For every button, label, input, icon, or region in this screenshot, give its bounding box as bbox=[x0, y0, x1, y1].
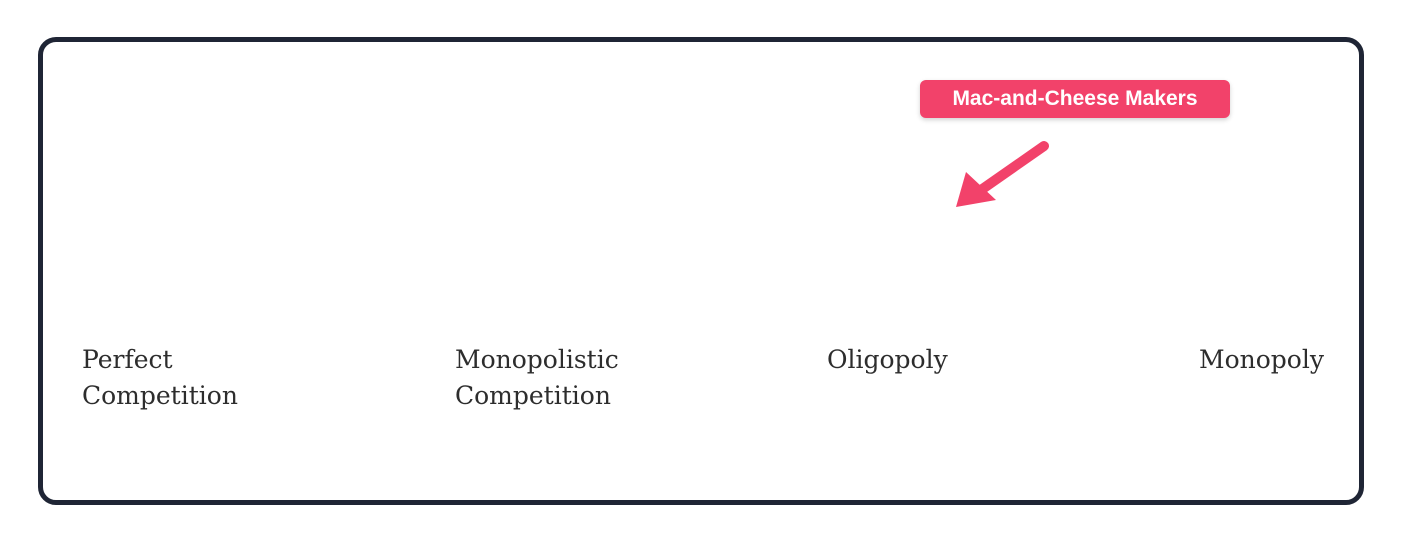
arrow-down-left-icon bbox=[956, 141, 1049, 207]
label-monopoly: Monopoly bbox=[1199, 345, 1324, 374]
callout-label: Mac-and-Cheese Makers bbox=[920, 80, 1230, 118]
label-monopolistic-competition: Monopolistic Competition bbox=[455, 345, 619, 410]
label-oligopoly: Oligopoly bbox=[827, 345, 948, 374]
label-perfect-competition: Perfect Competition bbox=[82, 345, 238, 410]
